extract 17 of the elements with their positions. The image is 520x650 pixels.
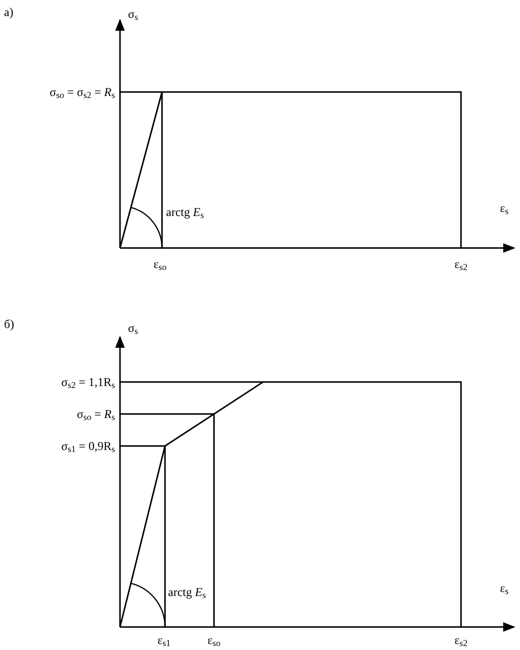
tick-label: ε$_{so}$: [207, 634, 221, 646]
axis-label: ε$_{s}$: [500, 202, 509, 214]
level-label: σ$_{s2}$ = 1,1R$_{s}$: [61, 376, 115, 388]
panel-letter: б): [4, 318, 14, 330]
axis-label: ε$_{s}$: [500, 582, 509, 594]
tick-label: ε$_{s2}$: [454, 258, 468, 270]
panel-letter: а): [4, 6, 14, 18]
angle-label: arctg E$_{s}$: [166, 206, 204, 218]
tick-label: ε$_{s2}$: [454, 634, 468, 646]
level-label: σ$_{s1}$ = 0,9R$_{s}$: [61, 440, 115, 452]
tick-label: ε$_{s1}$: [157, 634, 171, 646]
axis-label: σ$_{s}$: [128, 322, 138, 334]
angle-label: arctg E$_{s}$: [168, 586, 206, 598]
tick-label: ε$_{so}$: [153, 258, 167, 270]
level-label: σ$_{so}$ = σ$_{s2}$ = R$_{s}$: [50, 86, 115, 98]
level-label: σ$_{so}$ = R$_{s}$: [76, 408, 115, 420]
axis-label: σ$_{s}$: [128, 8, 138, 20]
